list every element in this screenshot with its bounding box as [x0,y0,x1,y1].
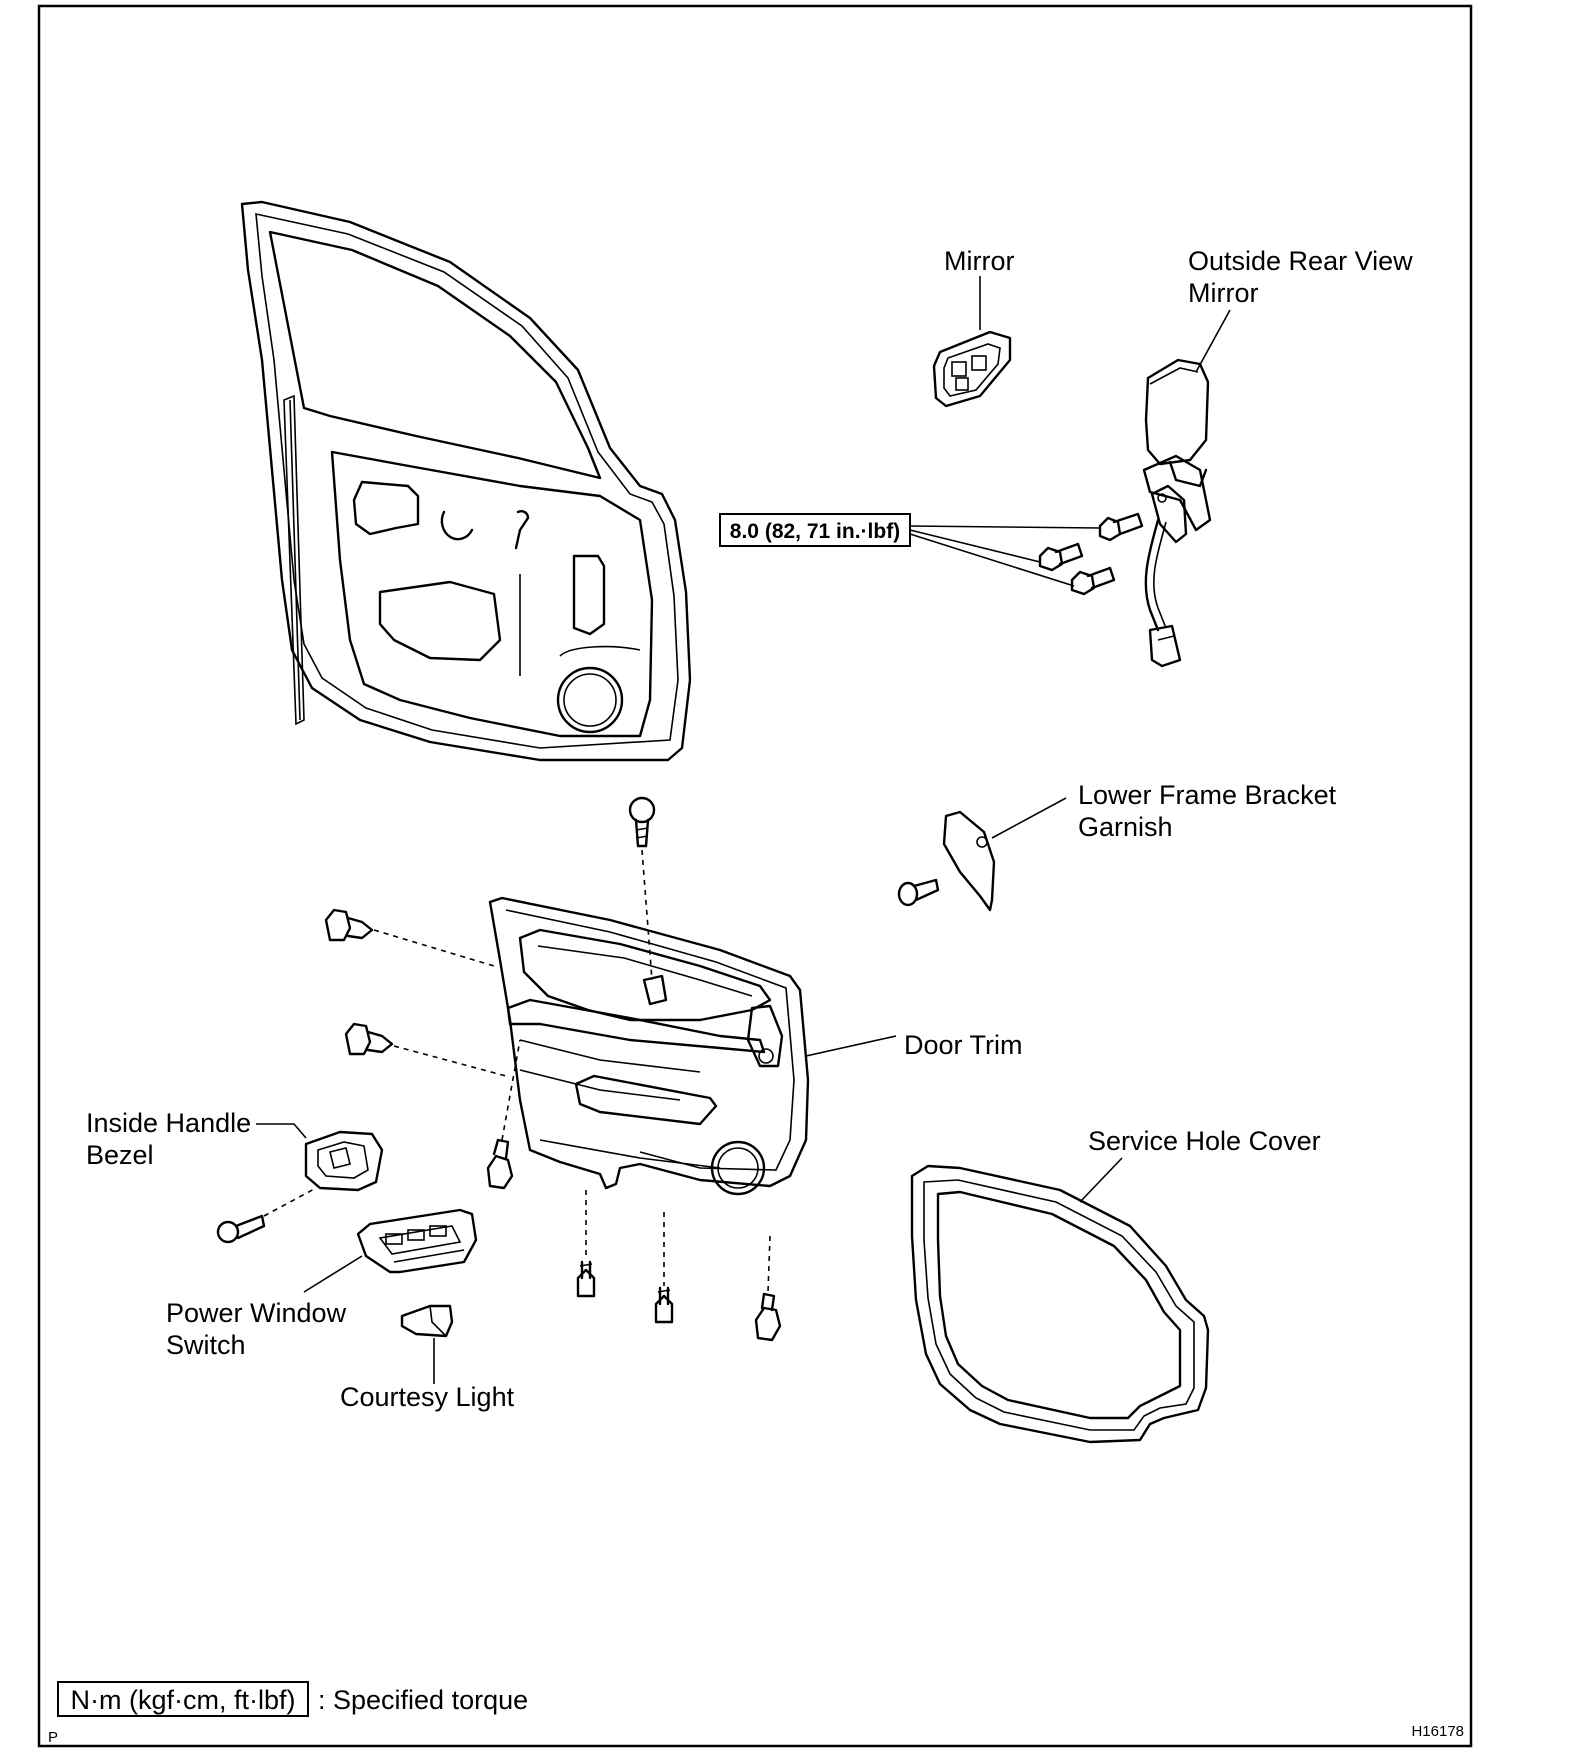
trim-clip-3 [486,1138,514,1190]
figure-code: H16178 [1411,1723,1464,1740]
corner-mark: P [48,1729,58,1746]
trim-screw-bottom-2 [654,1286,674,1324]
garnish-screw [897,878,940,907]
mirror-bolt-2 [1038,542,1084,572]
label-lower-frame-bracket-2: Garnish [1078,812,1173,842]
legend-torque-unit: N·m (kgf·cm, ft·lbf) [71,1685,296,1715]
label-service-hole-cover: Service Hole Cover [1088,1126,1321,1156]
bezel-screw [216,1214,266,1244]
door-panel [240,200,692,762]
legend-description: : Specified torque [318,1685,528,1715]
trim-screw-bottom-1 [576,1260,596,1298]
label-power-window-2: Switch [166,1330,246,1360]
diagram-frame [37,4,1473,1748]
outside-rear-view-mirror [1142,358,1212,668]
torque-value-label: 8.0 (82, 71 in.·lbf) [730,520,900,543]
label-outside-rear-view-mirror-2: Mirror [1188,278,1258,308]
mirror-bolt-1 [1098,512,1144,542]
inside-handle-bezel [304,1130,384,1192]
label-courtesy-light: Courtesy Light [340,1382,515,1412]
label-power-window-1: Power Window [166,1298,347,1328]
service-hole-cover [910,1164,1210,1444]
trim-screw-top [628,796,656,848]
torque-box [719,513,911,547]
door-trim [488,896,810,1196]
trim-clip-1 [324,908,374,942]
label-lower-frame-bracket-1: Lower Frame Bracket [1078,780,1337,810]
trim-clip-bottom [754,1292,782,1342]
lower-frame-bracket-garnish [942,810,996,912]
label-mirror: Mirror [944,246,1014,276]
label-door-trim: Door Trim [904,1030,1023,1060]
power-window-switch [356,1208,478,1274]
trim-clip-2 [344,1022,394,1056]
label-inside-handle-2: Bezel [86,1140,154,1170]
courtesy-light [400,1304,454,1338]
label-inside-handle-1: Inside Handle [86,1108,251,1138]
mirror-glass [932,330,1012,408]
label-outside-rear-view-mirror-1: Outside Rear View [1188,246,1413,276]
mirror-bolt-3 [1070,566,1116,596]
legend-torque-box [57,1681,309,1717]
